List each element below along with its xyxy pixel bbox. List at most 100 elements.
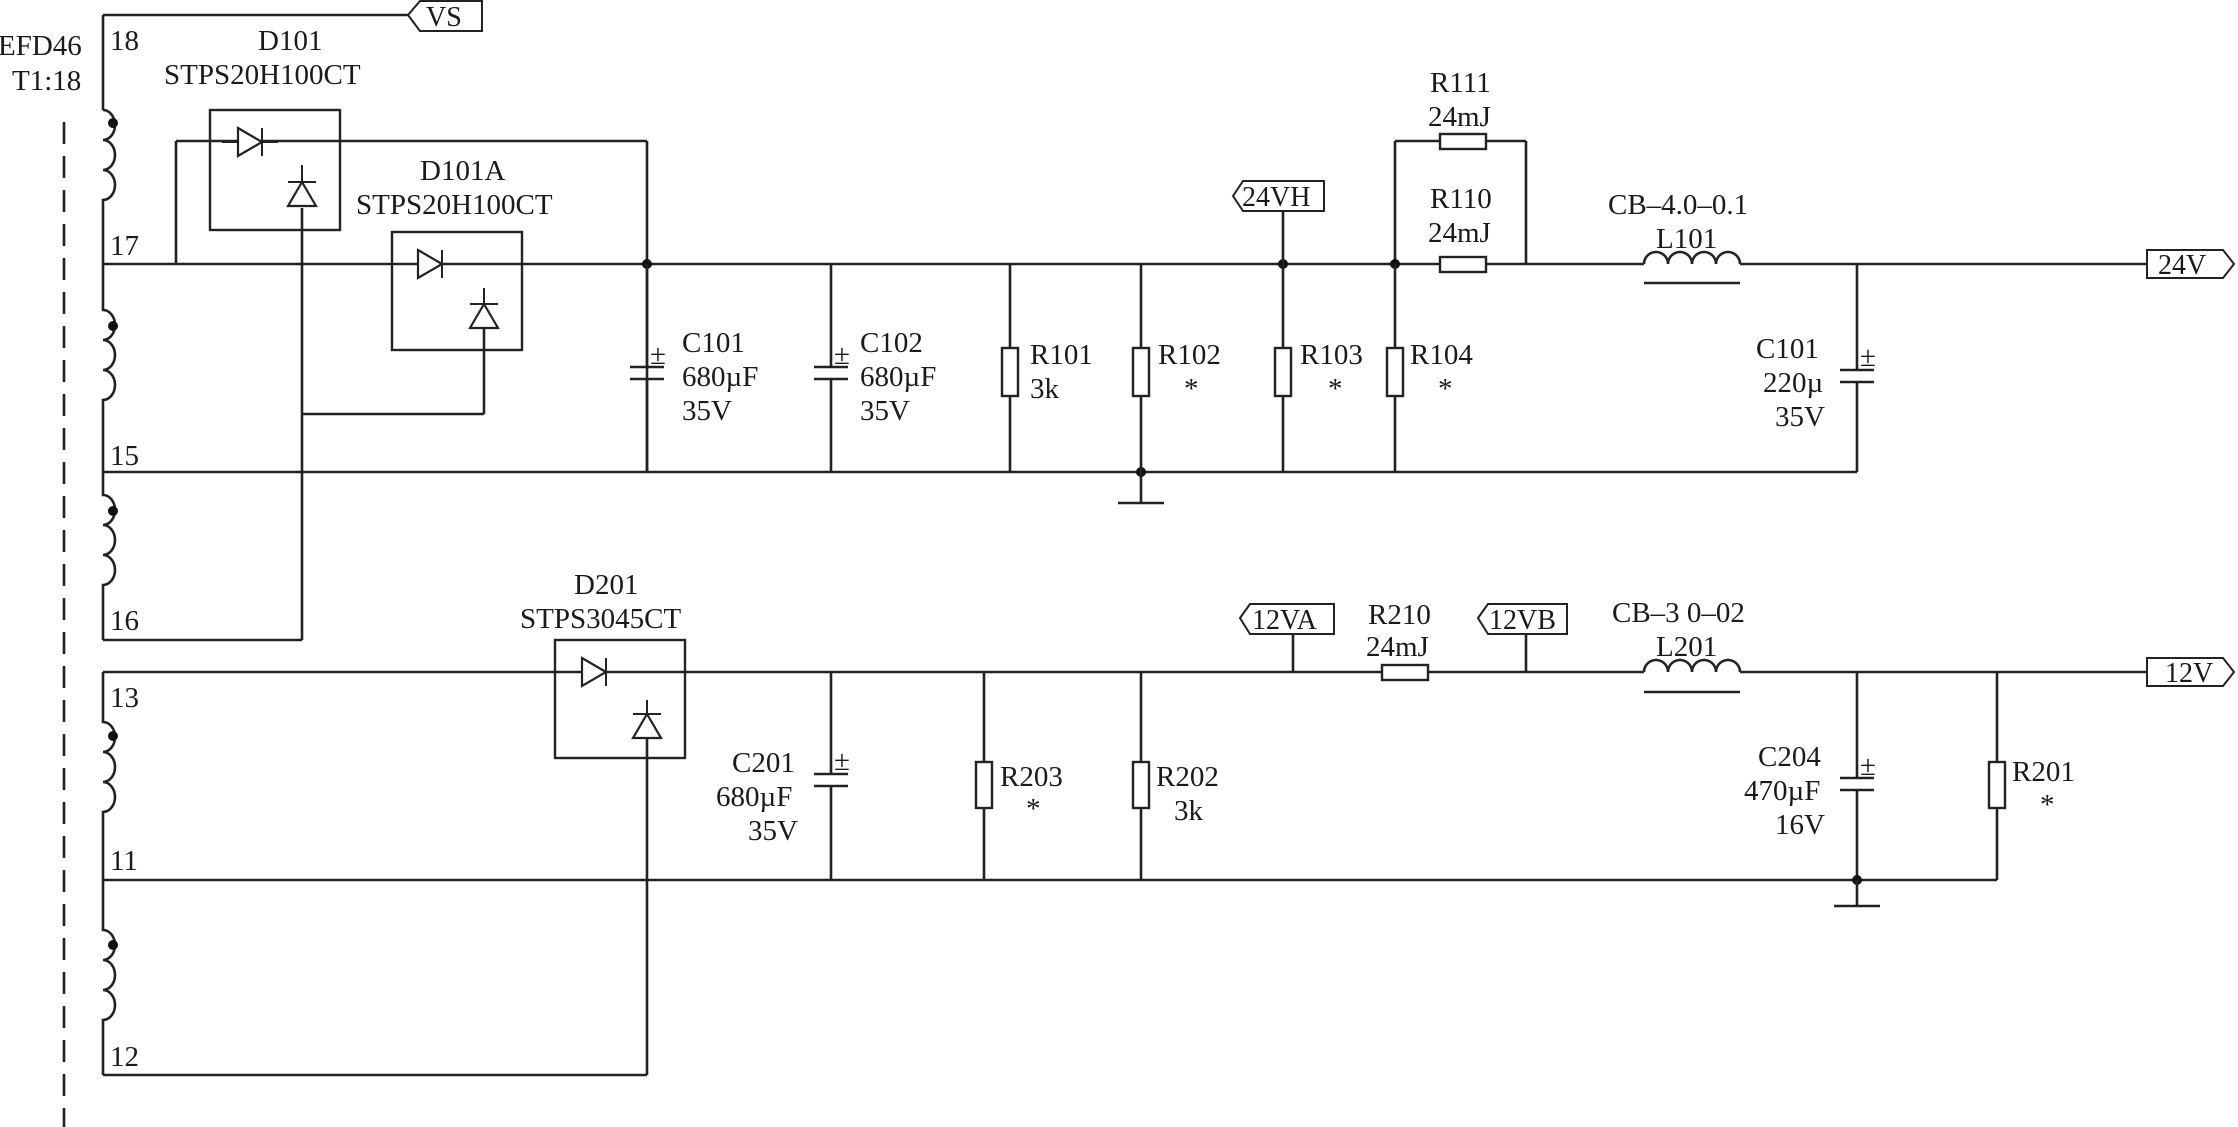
c101b-ref: C101 xyxy=(1756,333,1819,365)
r111-value: 24mJ xyxy=(1428,101,1491,133)
r203-value: * xyxy=(1026,793,1041,825)
pin-13-label: 13 xyxy=(110,682,139,714)
diode-d101 xyxy=(208,108,342,232)
l101-part: CB–4.0–0.1 xyxy=(1608,189,1748,221)
r101-ref: R101 xyxy=(1030,339,1093,371)
c201-voltage: 35V xyxy=(748,815,798,847)
svg-text:VS: VS xyxy=(426,2,462,33)
c204-voltage: 16V xyxy=(1775,809,1825,841)
port-24v: 24V xyxy=(2146,249,2236,281)
l201-part: CB–3 0–02 xyxy=(1612,597,1745,629)
inductor-l101 xyxy=(1642,250,1742,285)
c102-voltage: 35V xyxy=(860,395,910,427)
r203-ref: R203 xyxy=(1000,761,1063,793)
capacitor-c102 xyxy=(814,264,848,472)
r104-ref: R104 xyxy=(1410,339,1473,371)
svg-text:12V: 12V xyxy=(2165,658,2213,689)
winding-18-17 xyxy=(101,15,118,264)
rail-24v-wires xyxy=(103,139,2147,642)
r201-value: * xyxy=(2040,789,2055,821)
c101b-plus: ± xyxy=(1860,341,1876,373)
resistor-r103 xyxy=(1273,212,1293,472)
r202-value: 3k xyxy=(1174,795,1204,827)
pin-15-label: 15 xyxy=(110,440,139,472)
resistor-r104 xyxy=(1385,264,1405,472)
resistor-r101 xyxy=(1000,264,1020,472)
svg-text:12VB: 12VB xyxy=(1489,605,1556,636)
svg-text:24VH: 24VH xyxy=(1242,182,1310,213)
d101a-part: STPS20H100CT xyxy=(356,189,553,221)
r110-ref: R110 xyxy=(1430,183,1492,215)
pin-17-label: 17 xyxy=(110,230,139,262)
transformer-ratio-label: T1:18 xyxy=(12,65,81,97)
resistor-r110 xyxy=(1438,255,1488,274)
resistor-r111 xyxy=(1438,132,1488,151)
winding-13-11 xyxy=(101,672,118,880)
pin-12-label: 12 xyxy=(110,1041,139,1073)
c204-plus: ± xyxy=(1860,750,1876,782)
d201-part: STPS3045CT xyxy=(520,603,681,635)
r210-ref: R210 xyxy=(1368,599,1431,631)
c101-value: 680µF xyxy=(682,361,758,393)
pin-18-label: 18 xyxy=(110,25,139,57)
c101-plus: ± xyxy=(650,339,666,371)
port-12va: 12VA xyxy=(1238,603,1335,636)
winding-15-16 xyxy=(101,472,118,640)
inductor-l201 xyxy=(1642,658,1742,694)
r110-value: 24mJ xyxy=(1428,217,1491,249)
c201-ref: C201 xyxy=(732,747,795,779)
r101-value: 3k xyxy=(1030,373,1060,405)
resistor-r201 xyxy=(1987,672,2007,880)
resistor-r102 xyxy=(1131,264,1151,472)
c102-plus: ± xyxy=(834,339,850,371)
l101-ref: L101 xyxy=(1656,223,1717,255)
port-24vh: 24VH xyxy=(1231,180,1325,213)
c201-value: 680µF xyxy=(716,781,792,813)
svg-text:24V: 24V xyxy=(2158,250,2206,281)
winding-17-15 xyxy=(101,264,118,472)
pin-16-label: 16 xyxy=(110,605,139,637)
transformer-core-label: EFD46 xyxy=(0,30,82,62)
r210-value: 24mJ xyxy=(1366,631,1429,663)
port-12v: 12V xyxy=(2146,657,2236,689)
r104-value: * xyxy=(1438,373,1453,405)
capacitor-c201 xyxy=(814,672,848,880)
capacitor-c101 xyxy=(630,264,664,472)
c101-ref: C101 xyxy=(682,327,745,359)
r103-value: * xyxy=(1328,373,1343,405)
d201-ref: D201 xyxy=(574,569,638,601)
c204-ref: C204 xyxy=(1758,741,1821,773)
r202-ref: R202 xyxy=(1156,761,1219,793)
l201-ref: L201 xyxy=(1656,631,1717,663)
r102-ref: R102 xyxy=(1158,339,1221,371)
ground-12v xyxy=(1834,880,1880,908)
resistor-r202 xyxy=(1131,672,1151,880)
r111-ref: R111 xyxy=(1430,67,1491,99)
c204-value: 470µF xyxy=(1744,775,1820,807)
d101-part: STPS20H100CT xyxy=(164,59,361,91)
diode-d101a xyxy=(390,230,524,352)
diode-d201 xyxy=(553,638,687,760)
port-vs: VS xyxy=(406,0,483,33)
port-12vb: 12VB xyxy=(1476,603,1568,636)
r102-value: * xyxy=(1184,373,1199,405)
capacitor-c101-output xyxy=(1840,264,1874,472)
pin-11-label: 11 xyxy=(110,845,138,877)
c102-ref: C102 xyxy=(860,327,923,359)
c102-value: 680µF xyxy=(860,361,936,393)
d101a-ref: D101A xyxy=(420,155,505,187)
c101-voltage: 35V xyxy=(682,395,732,427)
r103-ref: R103 xyxy=(1300,339,1363,371)
resistor-r203 xyxy=(974,672,994,880)
resistor-r210 xyxy=(1380,663,1430,682)
capacitor-c204 xyxy=(1840,672,1874,880)
c101b-voltage: 35V xyxy=(1775,401,1825,433)
d101-ref: D101 xyxy=(258,25,322,57)
winding-11-12 xyxy=(101,880,118,1075)
r201-ref: R201 xyxy=(2012,756,2075,788)
svg-text:12VA: 12VA xyxy=(1252,605,1318,636)
ground-24v xyxy=(1118,472,1164,505)
rail-12v-wires xyxy=(103,670,2147,1077)
c201-plus: ± xyxy=(834,745,850,777)
